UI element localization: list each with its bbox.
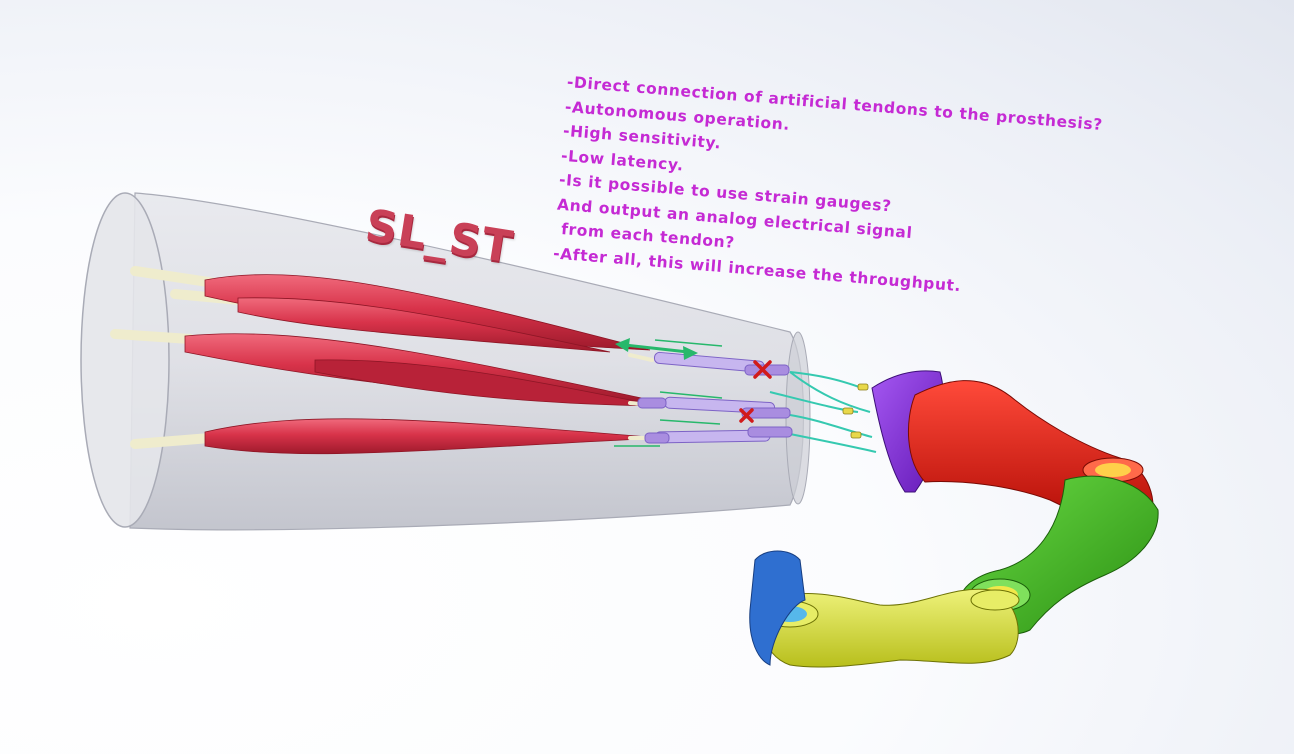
- cross-marks: [739, 360, 772, 423]
- artificial-muscles: [184, 274, 661, 455]
- strain-sensors: [637, 351, 793, 444]
- muscle-2: [237, 297, 611, 353]
- connector-nubs: [842, 383, 869, 439]
- motion-arrows: [614, 338, 723, 447]
- finger-tip-blue: [749, 550, 806, 666]
